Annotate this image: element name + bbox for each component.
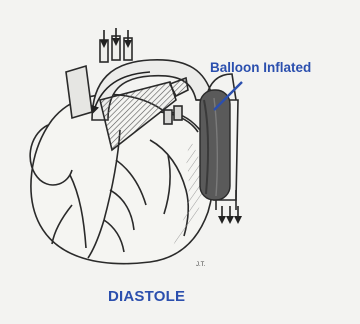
- artist-initials: J.T.: [196, 262, 206, 268]
- intra-aortic-balloon: [200, 90, 230, 200]
- pulmonary-stub-2: [174, 106, 182, 120]
- phase-label: DIASTOLE: [108, 288, 185, 305]
- balloon-inflated-label: Balloon Inflated: [210, 60, 311, 75]
- pulmonary-stub-1: [164, 110, 172, 124]
